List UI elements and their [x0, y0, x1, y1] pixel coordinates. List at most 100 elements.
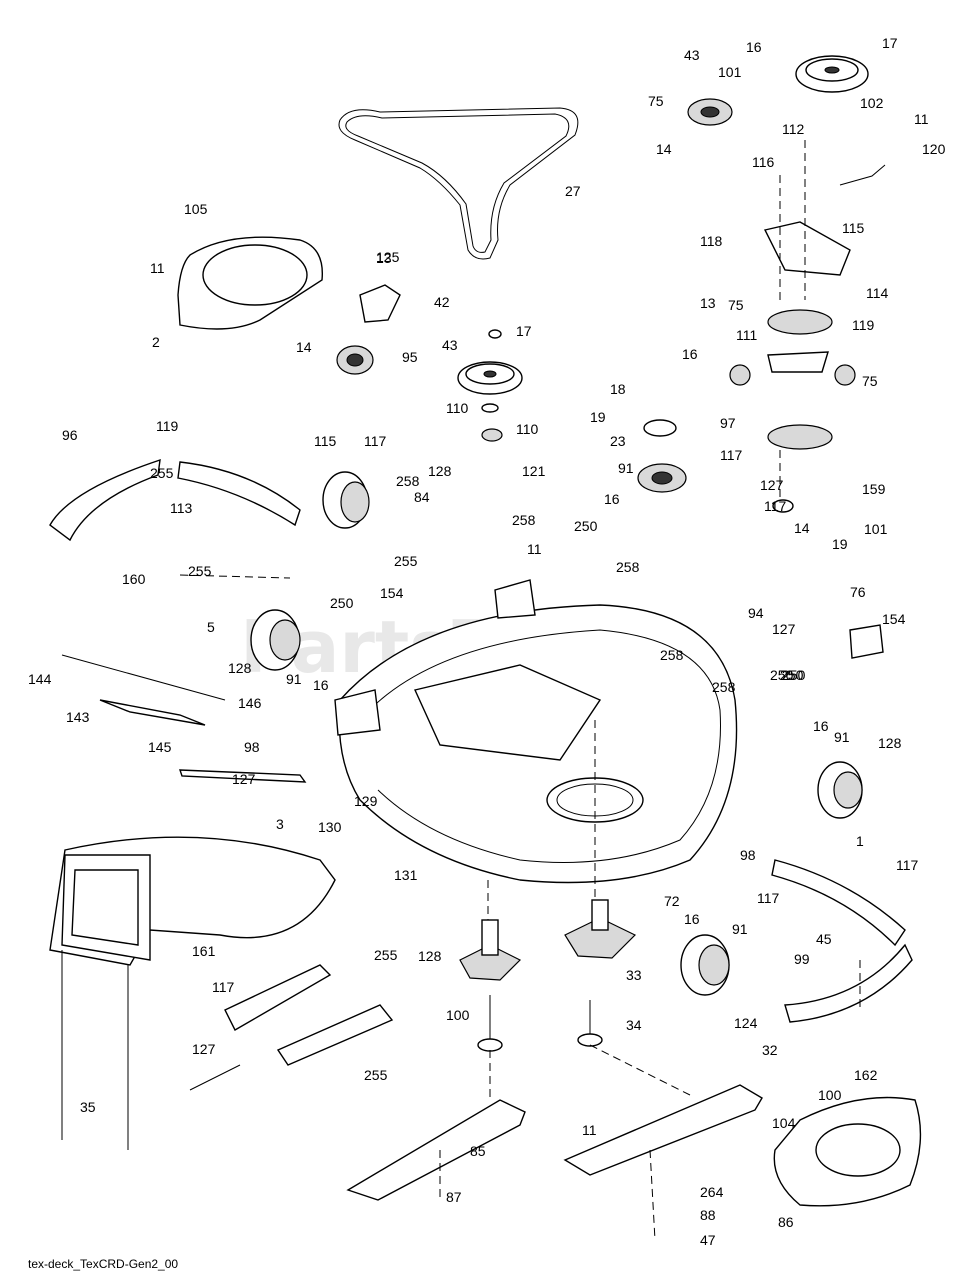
callout-75: 75	[862, 373, 878, 389]
callout-11: 11	[582, 1122, 597, 1138]
callout-91: 91	[834, 729, 850, 745]
callout-250: 250	[330, 595, 354, 611]
callout-3: 3	[276, 816, 284, 832]
callout-86: 86	[778, 1214, 794, 1230]
callout-121: 121	[522, 463, 546, 479]
callout-23: 23	[610, 433, 626, 449]
callout-114: 114	[866, 285, 889, 301]
callout-99: 99	[794, 951, 810, 967]
callout-87: 87	[446, 1189, 462, 1205]
blade-right	[563, 1084, 763, 1176]
callout-2: 2	[152, 334, 160, 350]
callout-13: 13	[376, 250, 392, 266]
callout-72: 72	[664, 893, 680, 909]
callout-258: 258	[396, 473, 420, 489]
callout-127: 127	[232, 771, 256, 787]
callout-124: 124	[734, 1015, 758, 1031]
callout-16: 16	[813, 718, 829, 734]
callout-255: 255	[188, 563, 212, 579]
callout-100: 100	[818, 1087, 842, 1103]
callout-115: 115	[314, 433, 337, 449]
gear-housing	[767, 351, 829, 373]
gear-bracket	[763, 221, 851, 276]
callout-2: 2	[0, 0, 8, 3]
callout-154: 154	[882, 611, 906, 627]
callout-85: 85	[470, 1143, 486, 1159]
callout-18: 18	[610, 381, 626, 397]
callout-16: 16	[746, 39, 762, 55]
callout-258: 258	[712, 679, 736, 695]
callout-47: 47	[700, 1232, 716, 1248]
callout-98: 98	[740, 847, 756, 863]
blade-left	[346, 1099, 526, 1201]
callout-16: 16	[313, 677, 329, 693]
callout-128: 128	[418, 948, 442, 964]
callout-1: 1	[856, 833, 864, 849]
callout-14: 14	[794, 520, 810, 536]
callout-101: 101	[864, 521, 888, 537]
callout-84: 84	[414, 489, 430, 505]
callout-112: 112	[782, 121, 805, 137]
callout-154: 154	[380, 585, 404, 601]
callout-127: 127	[772, 621, 796, 637]
footer-caption: tex-deck_TexCRD-Gen2_00	[28, 1257, 178, 1271]
upper-gear	[767, 309, 833, 335]
callout-127: 127	[760, 477, 784, 493]
callout-75: 75	[648, 93, 664, 109]
callout-117: 117	[757, 890, 780, 906]
callout-117: 117	[896, 857, 919, 873]
callout-27: 27	[565, 183, 581, 199]
callout-88: 88	[700, 1207, 716, 1223]
callout-119: 119	[852, 317, 875, 333]
callout-105: 105	[184, 201, 208, 217]
callout-162: 162	[854, 1067, 878, 1083]
callout-131: 131	[394, 867, 418, 883]
callout-250: 250	[770, 667, 794, 683]
callout-98: 98	[244, 739, 260, 755]
callout-143: 143	[66, 709, 90, 725]
callout-5: 5	[207, 619, 215, 635]
lift-arm-lower	[276, 1004, 394, 1066]
callout-115: 115	[842, 220, 865, 236]
callout-129: 129	[354, 793, 378, 809]
callout-128: 128	[878, 735, 902, 751]
callout-104: 104	[772, 1115, 796, 1131]
callout-117: 117	[364, 433, 387, 449]
callout-146: 146	[238, 695, 262, 711]
callout-100: 100	[446, 1007, 470, 1023]
callout-19: 19	[590, 409, 606, 425]
callout-161: 161	[192, 943, 216, 959]
callout-42: 42	[434, 294, 450, 310]
callout-113: 113	[170, 500, 193, 516]
callout-11: 11	[150, 260, 165, 276]
callout-258: 258	[660, 647, 684, 663]
callout-101: 101	[718, 64, 742, 80]
callout-14: 14	[656, 141, 672, 157]
callout-250: 250	[782, 667, 806, 683]
callout-116: 116	[752, 154, 775, 170]
callout-76: 76	[850, 584, 866, 600]
callout-45: 45	[816, 931, 832, 947]
callout-32: 32	[762, 1042, 778, 1058]
callout-117: 117	[720, 447, 743, 463]
callout-11: 11	[914, 111, 929, 127]
callout-16: 16	[684, 911, 700, 927]
drive-belt	[338, 107, 579, 260]
callout-255: 255	[394, 553, 418, 569]
callout-250: 250	[780, 667, 804, 683]
lower-gear	[767, 424, 833, 450]
callout-255: 255	[150, 465, 174, 481]
callout-94: 94	[748, 605, 764, 621]
callout-19: 19	[832, 536, 848, 552]
callout-110: 110	[516, 421, 539, 437]
callout-144: 144	[28, 671, 52, 687]
callout-264: 264	[700, 1184, 724, 1200]
callout-117: 117	[764, 498, 787, 514]
callout-34: 34	[626, 1017, 642, 1033]
callout-119: 119	[156, 418, 179, 434]
callout-16: 16	[604, 491, 620, 507]
callout-128: 128	[228, 660, 252, 676]
